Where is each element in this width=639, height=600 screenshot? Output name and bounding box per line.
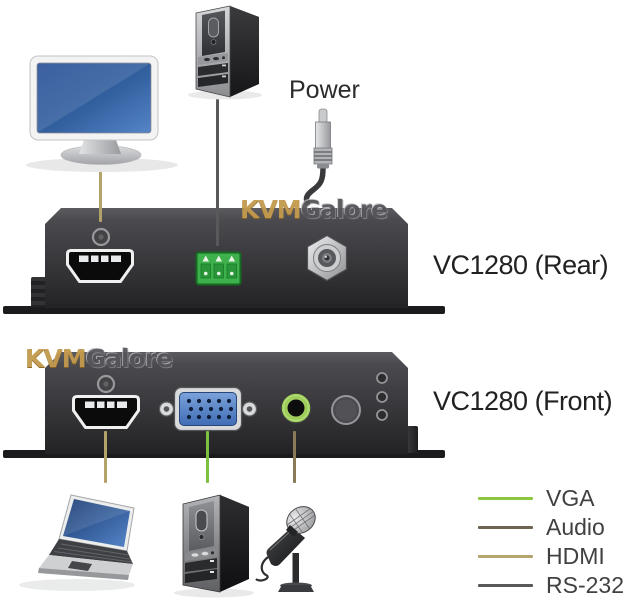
legend-label: VGA <box>546 485 595 511</box>
legend-item-vga: VGA <box>478 484 624 513</box>
hdmi-line-laptop <box>104 431 107 483</box>
screw-hole-icon <box>95 373 117 395</box>
rs232-line-pc <box>216 96 219 246</box>
legend-label: RS-232 <box>546 572 624 598</box>
watermark-galore: Galore <box>300 195 388 224</box>
hdmi-line-monitor <box>99 171 102 222</box>
desktop-pc-icon <box>185 0 265 100</box>
legend-item-audio: Audio <box>478 513 624 542</box>
kvmgalore-watermark: KVMGalore <box>240 195 388 224</box>
legend-line-swatch <box>478 497 533 500</box>
power-label: Power <box>289 76 360 104</box>
audio-line-mic <box>293 431 296 483</box>
dc-power-plug-icon <box>300 106 346 206</box>
legend: VGA Audio HDMI RS-232 <box>478 484 624 600</box>
rear-unit-side-tab <box>31 277 47 307</box>
legend-item-hdmi: HDMI <box>478 542 624 571</box>
kvmgalore-watermark: KVMGalore <box>25 344 173 373</box>
screw-hole-icon <box>90 226 112 248</box>
vga-port <box>158 385 258 433</box>
legend-label: HDMI <box>546 543 605 569</box>
monitor-icon <box>20 48 180 176</box>
desktop-pc-icon <box>172 490 257 598</box>
rear-unit-title: VC1280 (Rear) <box>433 250 609 280</box>
watermark-kvm: KVM <box>25 344 87 373</box>
hdmi-port <box>64 248 136 286</box>
microphone-icon <box>252 503 322 595</box>
rs232-terminal-block <box>195 251 242 286</box>
legend-label: Audio <box>546 514 605 540</box>
pushbutton <box>330 394 362 426</box>
hdmi-port <box>70 394 142 432</box>
front-unit-base <box>3 450 445 458</box>
watermark-kvm: KVM <box>240 195 302 224</box>
vga-line-pc <box>206 431 209 483</box>
led-indicators <box>375 371 389 421</box>
legend-line-swatch <box>478 584 533 587</box>
legend-line-swatch <box>478 555 533 558</box>
dc-power-jack <box>303 234 351 282</box>
rear-unit-base <box>3 306 445 314</box>
front-unit-side-connector <box>405 426 418 453</box>
watermark-galore: Galore <box>85 344 173 373</box>
audio-jack <box>279 391 313 425</box>
legend-line-swatch <box>478 526 533 529</box>
laptop-icon <box>15 487 140 595</box>
legend-item-rs232: RS-232 <box>478 571 624 600</box>
front-unit-title: VC1280 (Front) <box>433 386 613 416</box>
